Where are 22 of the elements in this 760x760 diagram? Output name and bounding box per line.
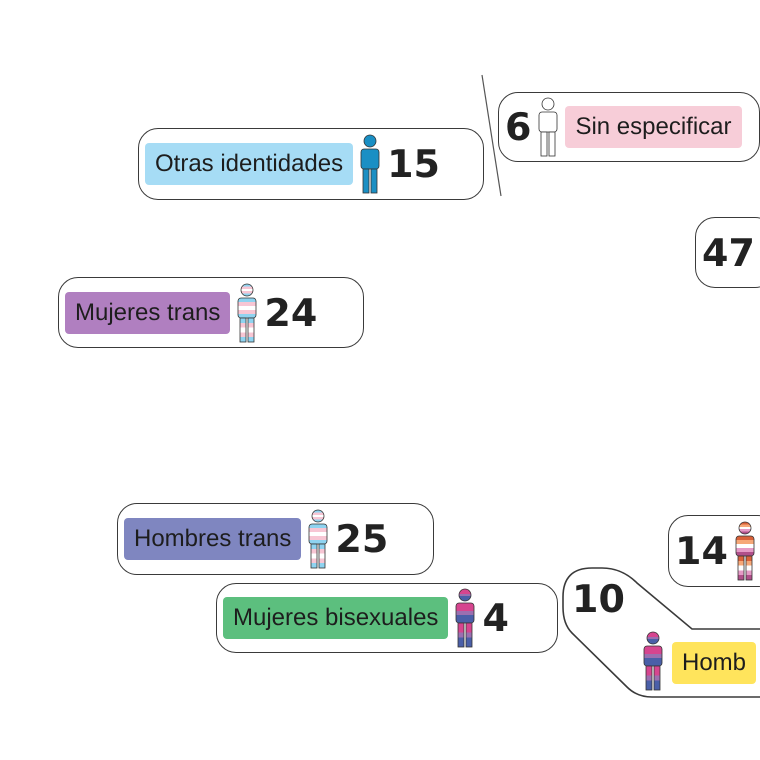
count-number: 6 — [505, 107, 532, 147]
category-label: Homb — [672, 642, 756, 684]
category-label: Mujeres bisexuales — [223, 597, 448, 639]
count-number: 24 — [264, 292, 318, 332]
count-number: 14 — [675, 531, 728, 571]
stat-card — [117, 503, 434, 575]
stat-card — [138, 128, 484, 200]
count-number: 4 — [482, 598, 509, 638]
stat-card — [498, 92, 760, 162]
category-label: Mujeres trans — [65, 292, 230, 334]
count-number: 10 — [572, 579, 625, 619]
category-label: Otras identidades — [145, 143, 354, 185]
stat-card — [58, 277, 364, 348]
category-label: Sin especificar — [565, 106, 742, 148]
stat-card — [668, 515, 760, 587]
stat-card — [695, 217, 760, 288]
stat-card — [562, 567, 760, 698]
count-number: 47 — [702, 232, 755, 272]
stat-card — [216, 583, 558, 653]
category-label: Hombres trans — [124, 518, 302, 560]
count-number: 15 — [387, 144, 440, 184]
count-number: 25 — [335, 519, 388, 559]
